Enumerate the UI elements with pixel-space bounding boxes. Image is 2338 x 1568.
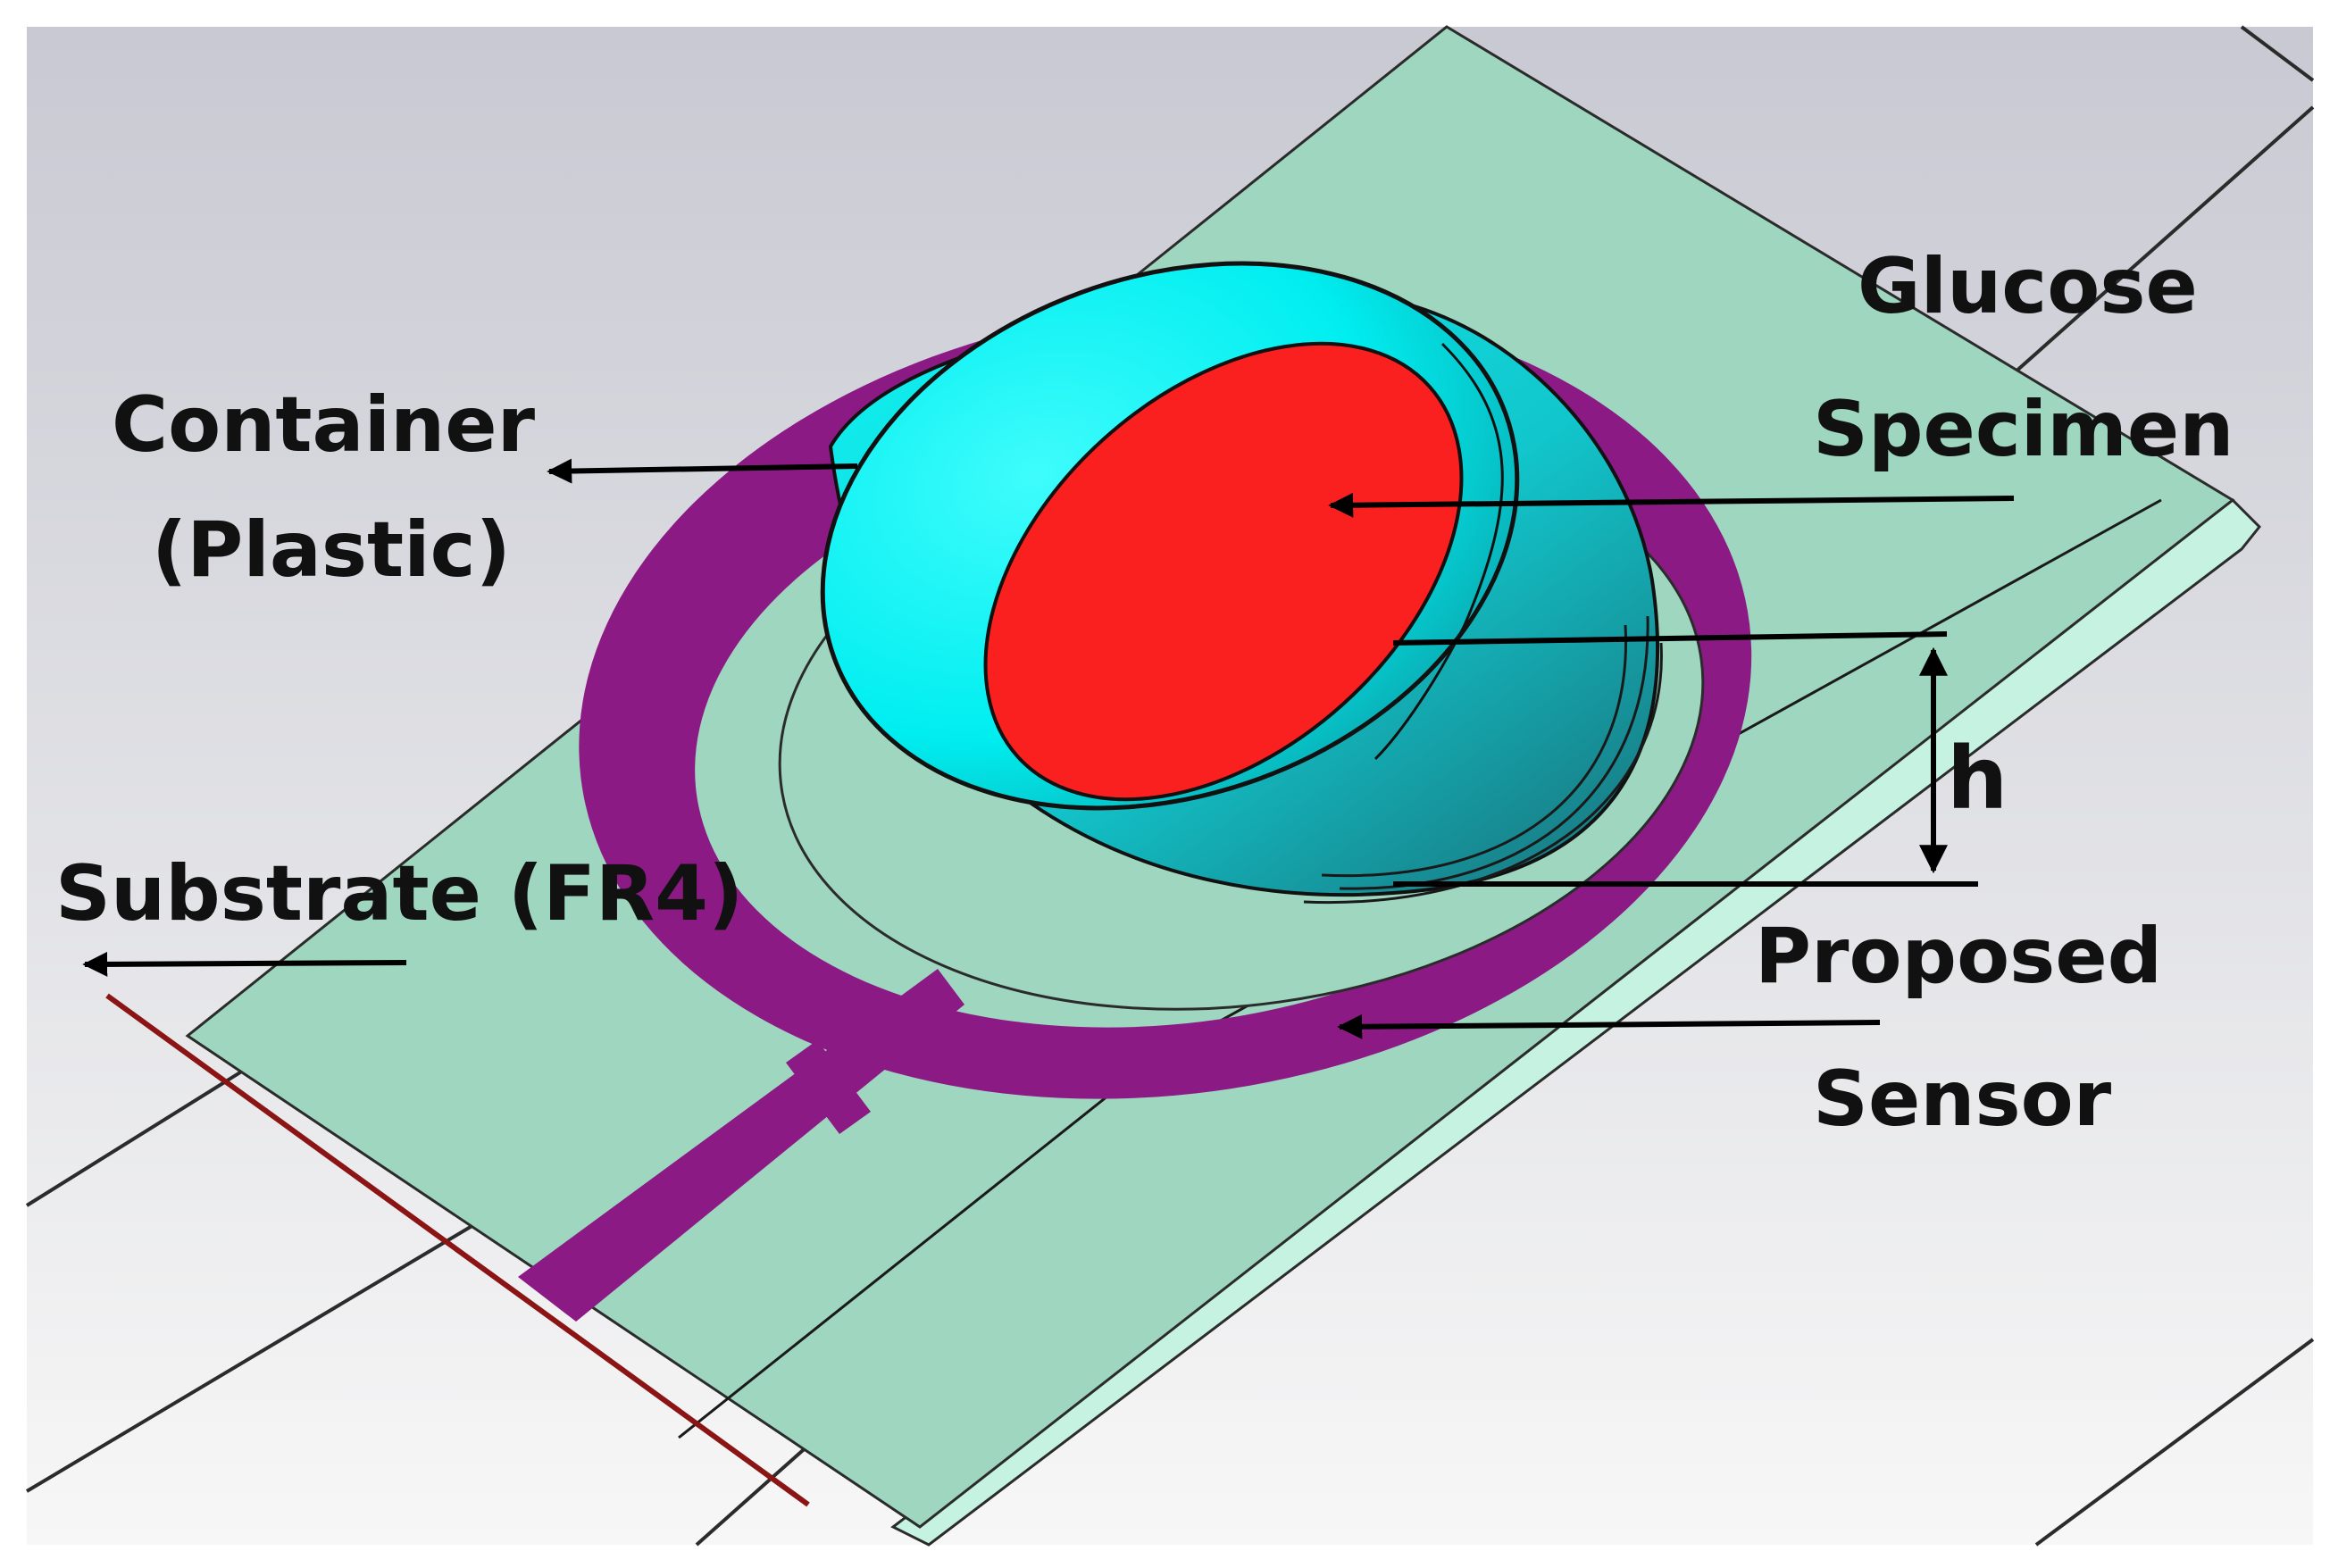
arrow-container	[547, 458, 858, 484]
label-sensor-line1: Proposed	[1755, 912, 2162, 1001]
sensor-feed-step	[786, 1040, 871, 1134]
label-substrate: Substrate (FR4)	[55, 849, 743, 938]
height-line-top	[1392, 631, 1948, 646]
label-container-line1: Container	[112, 380, 536, 470]
glucose-specimen	[983, 341, 1464, 802]
arrow-sensor	[1337, 1013, 1881, 1039]
container-cover-edge	[1374, 342, 1504, 761]
label-glucose-line2: Specimen	[1813, 385, 2234, 474]
label-container-line2: (Plastic)	[152, 505, 511, 595]
label-sensor-line2: Sensor	[1813, 1055, 2112, 1144]
port-edge	[105, 993, 810, 1507]
label-glucose-line1: Glucose	[1858, 242, 2198, 331]
arrow-glucose	[1328, 492, 2015, 518]
label-height: h	[1947, 729, 2008, 829]
arrow-substrate	[82, 951, 407, 977]
annotation-arrows	[82, 458, 2015, 1039]
